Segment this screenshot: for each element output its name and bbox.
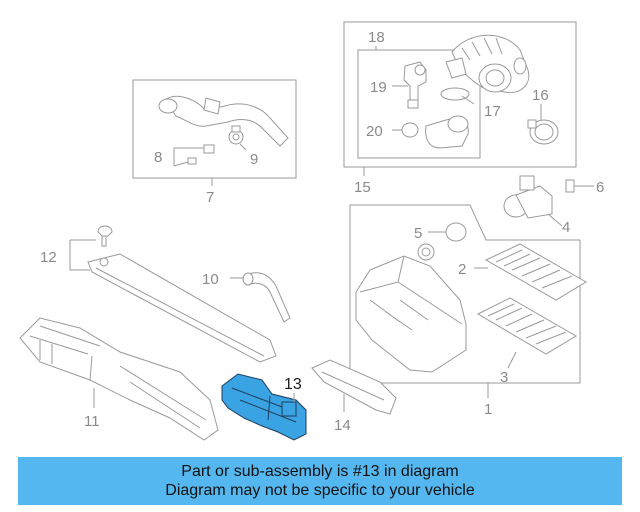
callout-17: 17 [484, 103, 501, 120]
callout-1: 1 [484, 401, 492, 418]
part-20-elbow [401, 115, 469, 149]
callout-12: 12 [40, 249, 57, 266]
banner-line-1: Part or sub-assembly is #13 in diagram [181, 463, 459, 480]
part-3-filter [476, 297, 577, 355]
callout-16: 16 [532, 87, 549, 104]
callout-18: 18 [368, 29, 385, 46]
box-18 [357, 49, 481, 159]
part-17-hose [445, 34, 530, 94]
part-4-sensor [503, 175, 553, 219]
part-7-hose [158, 95, 289, 147]
callout-3: 3 [500, 369, 508, 386]
part-9-grommet [228, 125, 244, 145]
callout-20: 20 [366, 123, 383, 140]
callout-6: 6 [596, 179, 604, 196]
callout-4: 4 [562, 219, 570, 236]
callout-15: 15 [354, 179, 371, 196]
part-6-screw [565, 179, 586, 193]
part-17-clamp [440, 87, 470, 101]
callout-14: 14 [334, 417, 351, 434]
callout-10: 10 [202, 271, 219, 288]
part-12-duct [87, 225, 277, 363]
callout-7: 7 [206, 189, 214, 206]
info-banner: Part or sub-assembly is #13 in diagram D… [18, 457, 622, 505]
part-16-clamp [527, 119, 559, 145]
part-11-duct [19, 317, 219, 441]
callout-9: 9 [250, 151, 258, 168]
part-10-hose [242, 272, 291, 323]
part-1-housing [355, 243, 467, 373]
part-14-duct [311, 359, 397, 415]
callout-13: 13 [284, 376, 302, 393]
callout-8: 8 [154, 149, 162, 166]
part-13-highlighted [221, 373, 307, 441]
box-15 [343, 21, 577, 168]
part-5-ring [445, 222, 467, 242]
callout-11: 11 [84, 413, 100, 430]
callout-2: 2 [458, 261, 466, 278]
box-7 [132, 79, 297, 179]
leader-lines [69, 46, 594, 412]
callout-19: 19 [370, 79, 387, 96]
part-19-valve [403, 61, 427, 109]
callout-5: 5 [414, 225, 422, 242]
part-2-filter [484, 243, 587, 301]
banner-line-2: Diagram may not be specific to your vehi… [165, 482, 475, 499]
